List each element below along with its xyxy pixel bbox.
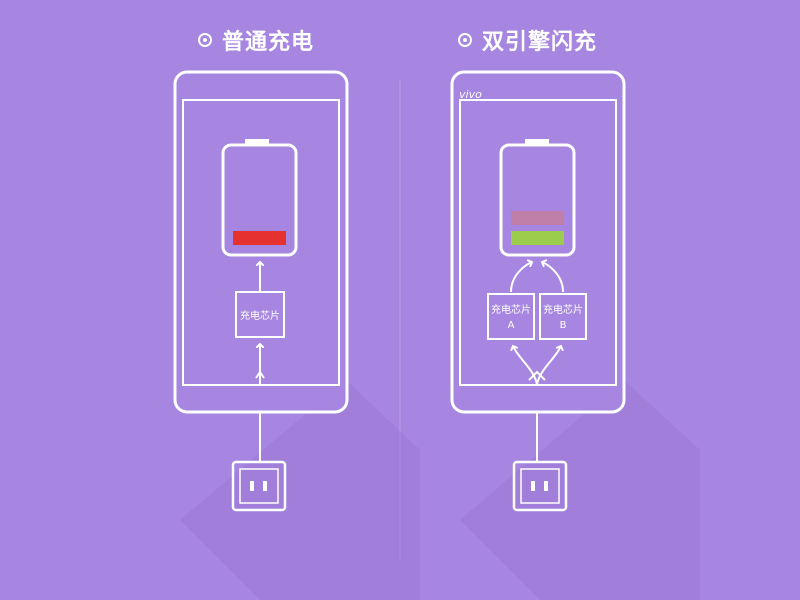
right-battery-level-mid — [511, 211, 564, 225]
left-title: 普通充电 — [198, 22, 314, 58]
right-socket-inner — [520, 468, 560, 504]
left-battery-terminal — [245, 139, 269, 145]
left-socket-inner — [239, 468, 279, 504]
left-chip-label: 充电芯片 — [240, 309, 280, 322]
left-socket-pin-1 — [250, 481, 254, 491]
left-phone-shadow — [180, 380, 420, 600]
chip-b-label: 充电芯片 — [543, 303, 583, 316]
right-arrow-input-to-chip-a — [513, 346, 538, 386]
left-battery-level-low — [233, 231, 286, 245]
left-charging-chip — [235, 291, 285, 338]
left-title-bullet-icon — [198, 33, 212, 47]
left-battery — [221, 143, 298, 257]
left-arrow-input-head — [255, 370, 265, 379]
right-socket-pin-1 — [531, 481, 535, 491]
left-phone: 充电芯片 — [173, 70, 420, 600]
right-title: 双引擎闪充 — [458, 22, 597, 58]
right-power-socket — [512, 460, 568, 512]
right-phone-brand: vivo — [459, 88, 482, 101]
left-socket-pin-2 — [263, 481, 267, 491]
right-phone-shadow — [460, 380, 700, 600]
left-title-text: 普通充电 — [222, 30, 315, 55]
right-arrow-input-to-chip-b — [536, 346, 561, 386]
right-charging-chip-b — [539, 293, 587, 340]
right-arrow-input-head — [528, 370, 546, 381]
left-power-socket — [231, 460, 287, 512]
right-arrow-chip-b-to-battery — [542, 262, 564, 293]
right-title-bullet-icon — [458, 33, 472, 47]
right-arrow-chip-a-to-battery — [510, 262, 532, 293]
right-title-text: 双引擎闪充 — [482, 30, 598, 55]
right-battery-level-high — [511, 231, 564, 245]
right-charging-chip-a — [487, 293, 535, 340]
chip-a-suffix: A — [508, 320, 515, 331]
chip-a-label: 充电芯片 — [491, 303, 531, 316]
right-battery-terminal — [525, 139, 549, 145]
right-phone: vivo 充电芯片 A 充电芯片 B — [450, 70, 700, 600]
right-battery — [499, 143, 576, 257]
right-socket-pin-2 — [544, 481, 548, 491]
chip-b-suffix: B — [560, 320, 567, 331]
